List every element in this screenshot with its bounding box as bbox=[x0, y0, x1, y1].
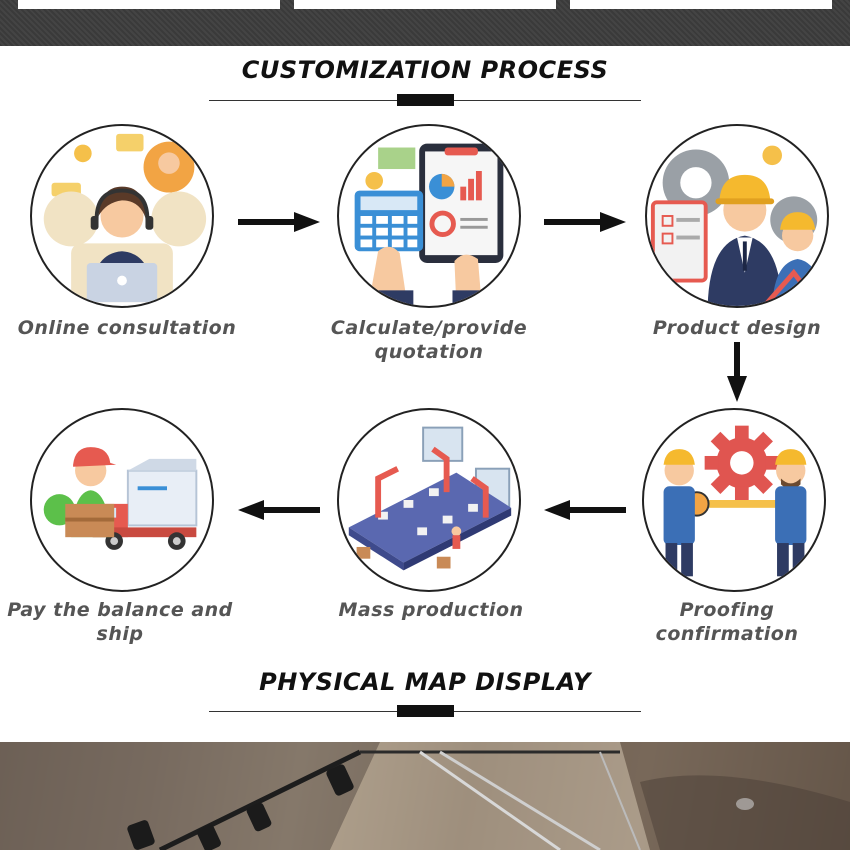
step-ship-image bbox=[30, 408, 214, 592]
step-online-consultation-label: Online consultation bbox=[17, 317, 237, 339]
step-quotation-label: Calculate/provide quotation bbox=[330, 317, 528, 363]
engineers-icon bbox=[650, 145, 824, 306]
process-title: CUSTOMIZATION PROCESS bbox=[241, 56, 609, 84]
arrow-right-icon bbox=[544, 212, 626, 232]
step-product-design-label: Product design bbox=[652, 317, 822, 339]
showroom-photo-art bbox=[0, 742, 850, 850]
delivery-truck-icon bbox=[43, 447, 198, 550]
arrow-left-icon bbox=[238, 500, 320, 520]
step-proofing-label: Proofing confirmation bbox=[655, 599, 799, 645]
showroom-photo bbox=[0, 742, 850, 850]
step-mass-production-image bbox=[337, 408, 521, 592]
top-texture-band bbox=[0, 0, 850, 46]
top-card-1 bbox=[18, 0, 280, 9]
step-ship-label: Pay the balance and ship bbox=[7, 599, 233, 645]
arrow-left-icon bbox=[544, 500, 626, 520]
display-title-bar bbox=[397, 705, 454, 717]
calculator-icon bbox=[354, 143, 504, 306]
top-card-3 bbox=[570, 0, 832, 9]
customer-service-icon bbox=[43, 133, 207, 303]
factory-line-icon bbox=[348, 426, 512, 571]
step-mass-production-label: Mass production bbox=[338, 599, 524, 621]
arrow-right-icon bbox=[238, 212, 320, 232]
step-quotation-image bbox=[337, 124, 521, 308]
process-title-bar bbox=[397, 94, 454, 106]
step-product-design-image bbox=[645, 124, 829, 308]
arrow-down-icon bbox=[727, 342, 747, 402]
step-proofing-image bbox=[642, 408, 826, 592]
top-card-2 bbox=[294, 0, 556, 9]
measuring-workers-icon bbox=[663, 425, 807, 577]
display-title: PHYSICAL MAP DISPLAY bbox=[259, 668, 591, 696]
step-online-consultation-image bbox=[30, 124, 214, 308]
